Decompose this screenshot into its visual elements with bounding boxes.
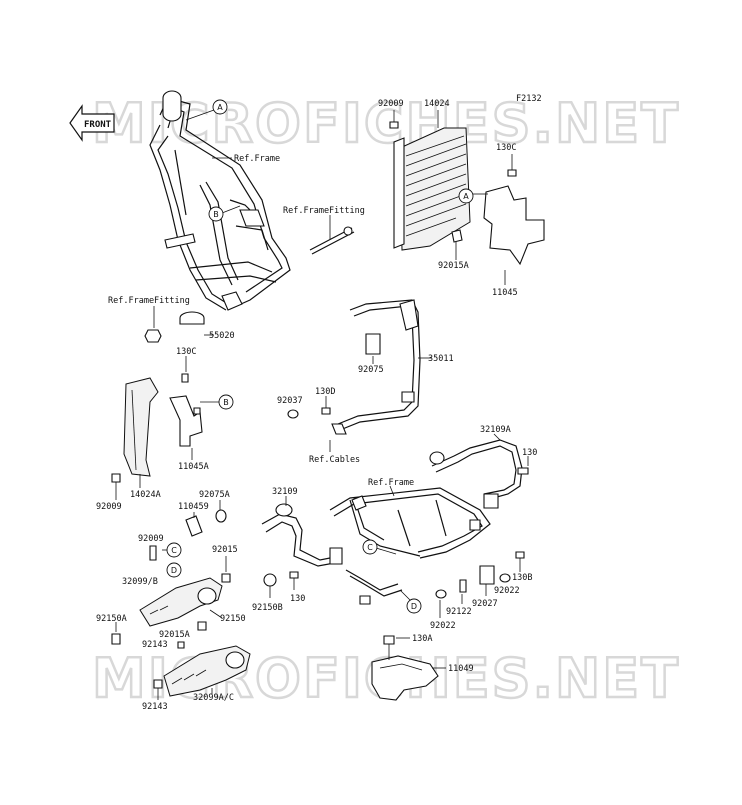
part-label-55020: 55020 xyxy=(209,331,235,341)
part-label-92150: 92150 xyxy=(220,614,246,624)
callout-d-1 xyxy=(406,598,422,614)
part-label-32109: 32109 xyxy=(272,487,298,497)
part-label-110459: 110459 xyxy=(178,502,209,512)
part-label-92015: 92015 xyxy=(212,545,238,555)
svg-text:A: A xyxy=(217,103,223,112)
part-label-92075: 92075 xyxy=(358,365,384,375)
part-label-35011: 35011 xyxy=(428,354,454,364)
part-label-92037: 92037 xyxy=(277,396,303,406)
svg-text:C: C xyxy=(367,543,373,552)
svg-text:D: D xyxy=(411,602,417,611)
part-label-130d: 130D xyxy=(315,387,335,397)
ref-framefitting-label-2: Ref.FrameFitting xyxy=(108,296,190,306)
skid-plate-upper-drawing xyxy=(139,577,223,627)
part-label-92143-1: 92143 xyxy=(142,640,168,650)
ref-cables-label: Ref.Cables xyxy=(309,455,360,465)
callout-a-2 xyxy=(458,188,474,204)
part-label-92027: 92027 xyxy=(472,599,498,609)
guard-32109-drawing xyxy=(261,503,343,579)
part-label-92009-2: 92009 xyxy=(96,502,122,512)
svg-text:A: A xyxy=(463,192,469,201)
callout-b-2 xyxy=(218,394,234,410)
part-label-92022-1: 92022 xyxy=(494,586,520,596)
svg-text:C: C xyxy=(171,546,177,555)
part-label-92009: 92009 xyxy=(378,99,404,109)
part-label-14024a: 14024A xyxy=(130,490,161,500)
part-label-92150b: 92150B xyxy=(252,603,283,613)
bracket-11049-drawing xyxy=(371,635,439,701)
part-label-130c-1: 130C xyxy=(496,143,516,153)
part-label-32109a: 32109A xyxy=(480,425,511,435)
part-label-11045a: 11045A xyxy=(178,462,209,472)
guard-35011-drawing xyxy=(331,299,421,435)
part-label-92122: 92122 xyxy=(446,607,472,617)
part-nut-shape xyxy=(144,329,162,343)
ref-framefitting-label-1: Ref.FrameFitting xyxy=(283,206,365,216)
main-frame-drawing xyxy=(149,90,355,311)
svg-text:D: D xyxy=(171,566,177,575)
part-label-92009-3: 92009 xyxy=(138,534,164,544)
part-label-130b: 130B xyxy=(512,573,532,583)
part-label-130-1: 130 xyxy=(522,448,537,458)
watermark-top: MICROFICHES.NET xyxy=(92,92,680,155)
part-label-92150a: 92150A xyxy=(96,614,127,624)
callout-d-2 xyxy=(166,562,182,578)
front-label: FRONT xyxy=(84,120,112,130)
callout-c-1 xyxy=(362,539,378,555)
guard-32109a-drawing xyxy=(429,439,529,509)
callout-a-1 xyxy=(212,99,228,115)
part-label-32099ac: 32099A/C xyxy=(193,693,234,703)
part-label-130-2: 130 xyxy=(290,594,305,604)
part-label-92143-2: 92143 xyxy=(142,702,168,712)
part-label-14024: 14024 xyxy=(424,99,450,109)
svg-text:B: B xyxy=(213,210,219,219)
left-shroud-drawing xyxy=(123,373,203,477)
part-label-130a: 130A xyxy=(412,634,432,644)
callout-b-1 xyxy=(208,206,224,222)
part-label-130c-2: 130C xyxy=(176,347,196,357)
skid-plate-lower-drawing xyxy=(163,645,251,697)
cooler-drawing xyxy=(389,121,545,266)
part-label-92022-2: 92022 xyxy=(430,621,456,631)
svg-text:B: B xyxy=(223,398,229,407)
part-label-11049: 11049 xyxy=(448,664,474,674)
ref-frame-label-2: Ref.Frame xyxy=(368,478,414,488)
part-label-92015a-1: 92015A xyxy=(438,261,469,271)
front-arrow-icon: FRONT xyxy=(69,104,115,142)
part-label-92075a: 92075A xyxy=(199,490,230,500)
callout-c-2 xyxy=(166,542,182,558)
figure-code: F2132 xyxy=(516,94,542,104)
part-label-92015a-2: 92015A xyxy=(159,630,190,640)
ref-frame-label-1: Ref.Frame xyxy=(234,154,280,164)
part-label-11045: 11045 xyxy=(492,288,518,298)
part-label-32099b: 32099/B xyxy=(122,577,158,587)
